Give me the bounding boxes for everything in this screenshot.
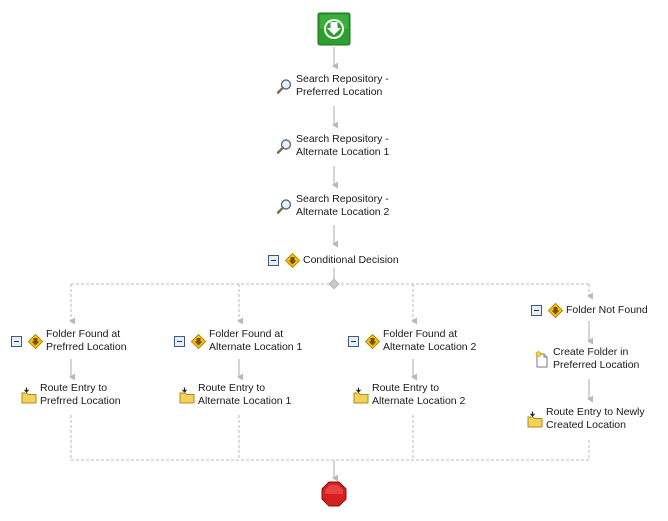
action-label-line1: Route Entry to <box>372 382 440 394</box>
branch-folder-found-alt1[interactable]: Folder Found at Alternate Location 1 <box>174 328 302 354</box>
action-label-line2: Created Location <box>546 419 626 431</box>
branch-folder-not-found[interactable]: Folder Not Found <box>531 303 648 318</box>
create-folder-step[interactable]: Create Folder in Preferred Location <box>535 346 639 372</box>
collapse-toggle-icon[interactable] <box>268 255 279 266</box>
folder-route-icon <box>179 387 195 404</box>
decision-diamond-icon <box>285 253 300 268</box>
step-label-line2: Preferred Location <box>296 86 383 98</box>
step-label-line1: Search Repository - <box>296 193 389 205</box>
route-entry-alt1-step[interactable]: Route Entry to Alternate Location 1 <box>179 382 291 408</box>
branch-folder-found-alt2[interactable]: Folder Found at Alternate Location 2 <box>348 328 476 354</box>
branch-label-line1: Folder Found at <box>46 328 121 340</box>
route-entry-preferred-step[interactable]: Route Entry to Prefrred Location <box>21 382 121 408</box>
decision-diamond-icon <box>28 333 43 349</box>
branch-connectors <box>69 321 593 403</box>
branch-label-line1: Folder Found at <box>383 328 458 340</box>
branch-folder-found-preferred[interactable]: Folder Found at Prefrred Location <box>11 328 127 354</box>
step-label-line1: Search Repository - <box>296 73 389 85</box>
collapse-toggle-icon[interactable] <box>174 335 185 347</box>
step-label-line2: Alternate Location 2 <box>296 206 390 218</box>
action-label-line1: Create Folder in <box>553 346 629 358</box>
step-label-line1: Search Repository - <box>296 133 389 145</box>
route-entry-new-step[interactable]: Route Entry to Newly Created Location <box>527 406 645 432</box>
search-alt1-step[interactable]: Search Repository - Alternate Location 1 <box>276 133 389 159</box>
action-label-line2: Preferred Location <box>553 359 640 371</box>
decision-label: Conditional Decision <box>303 254 399 266</box>
conditional-decision-node[interactable]: Conditional Decision <box>268 253 399 268</box>
collapse-toggle-icon[interactable] <box>11 335 22 347</box>
folder-route-icon <box>21 387 37 404</box>
route-entry-alt2-step[interactable]: Route Entry to Alternate Location 2 <box>353 382 465 408</box>
join-bar <box>70 415 590 482</box>
new-document-icon <box>535 350 550 368</box>
decision-diamond-icon <box>191 333 206 349</box>
branch-label-line2: Alternate Location 1 <box>209 341 303 353</box>
magnifier-icon <box>276 78 293 95</box>
search-preferred-step[interactable]: Search Repository - Preferred Location <box>276 73 389 99</box>
branch-label-line1: Folder Found at <box>209 328 284 340</box>
collapse-toggle-icon[interactable] <box>531 305 542 316</box>
action-label-line2: Alternate Location 2 <box>372 395 466 407</box>
step-label-line2: Alternate Location 1 <box>296 146 390 158</box>
decision-diamond-icon <box>548 303 563 318</box>
magnifier-icon <box>276 198 293 215</box>
decision-diamond-icon <box>365 333 380 349</box>
search-alt2-step[interactable]: Search Repository - Alternate Location 2 <box>276 193 389 219</box>
action-label-line2: Alternate Location 1 <box>198 395 292 407</box>
collapse-toggle-icon[interactable] <box>348 335 359 347</box>
folder-route-icon <box>527 411 543 428</box>
action-label-line1: Route Entry to Newly <box>546 406 645 418</box>
folder-route-icon <box>353 387 369 404</box>
branch-label-line2: Prefrred Location <box>46 341 127 353</box>
action-label-line2: Prefrred Location <box>40 395 121 407</box>
decision-split-bar <box>69 278 593 325</box>
branch-label-line1: Folder Not Found <box>566 304 648 316</box>
action-label-line1: Route Entry to <box>40 382 108 394</box>
start-arrow-down-icon[interactable] <box>317 12 351 46</box>
stop-octagon-icon[interactable] <box>321 481 347 507</box>
action-label-line1: Route Entry to <box>198 382 266 394</box>
magnifier-icon <box>276 138 293 155</box>
branch-label-line2: Alternate Location 2 <box>383 341 477 353</box>
